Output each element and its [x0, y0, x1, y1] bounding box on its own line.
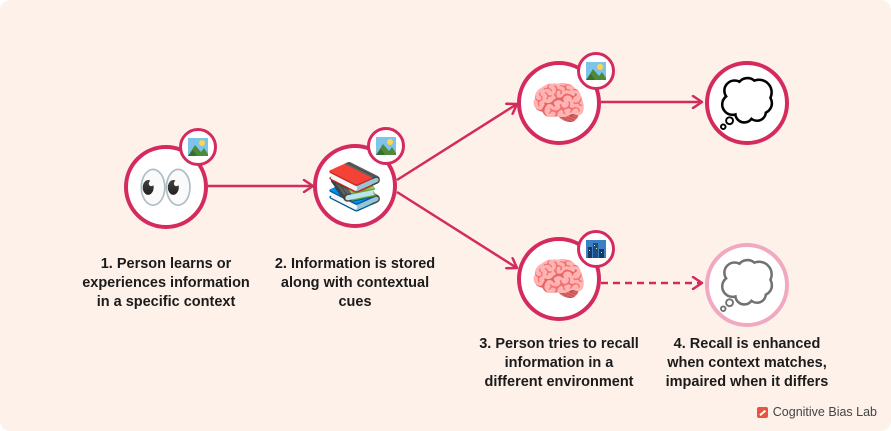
- city-badge: [577, 230, 615, 268]
- step-3-caption: 3. Person tries to recall information in…: [449, 335, 669, 392]
- brain-icon: 🧠: [530, 252, 588, 306]
- landscape-icon: [586, 62, 606, 80]
- caption-line: 2. Information is stored: [274, 256, 436, 272]
- brand-logo-icon: [756, 406, 768, 418]
- caption-line: information in a: [504, 355, 614, 371]
- brand-label: Cognitive Bias Lab: [772, 405, 877, 419]
- books-icon: 📚: [326, 159, 384, 213]
- landscape-badge: [367, 127, 405, 165]
- landscape-badge: [179, 128, 217, 166]
- caption-line: 4. Recall is enhanced: [673, 336, 821, 352]
- arrow-store-to-recall-different: [396, 190, 517, 268]
- caption-line: cues: [338, 294, 372, 310]
- brain-icon: 🧠: [530, 76, 588, 130]
- landscape-icon: [376, 137, 396, 155]
- caption-line: along with contextual: [280, 275, 430, 291]
- brand-watermark: Cognitive Bias Lab: [756, 405, 877, 419]
- caption-line: when context matches,: [667, 355, 827, 371]
- caption-line: impaired when it differs: [665, 374, 829, 390]
- city-icon: [586, 240, 606, 258]
- landscape-icon: [188, 138, 208, 156]
- brain-same-context-node: 🧠: [517, 61, 601, 145]
- caption-line: 3. Person tries to recall: [479, 336, 639, 352]
- eyes-icon: 👀: [137, 160, 195, 214]
- caption-line: experiences information: [82, 275, 250, 291]
- step-2-caption: 2. Information is stored along with cont…: [245, 255, 465, 312]
- step-1-caption: 1. Person learns or experiences informat…: [56, 255, 276, 312]
- arrow-store-to-recall-same: [396, 104, 517, 182]
- landscape-badge: [577, 52, 615, 90]
- caption-line: 1. Person learns or: [100, 256, 232, 272]
- thought-recall-strong-node: 💭: [705, 61, 789, 145]
- caption-line: different environment: [484, 374, 634, 390]
- thought-cloud-icon: 💭: [718, 258, 776, 312]
- thought-recall-weak-node: 💭: [705, 243, 789, 327]
- caption-line: in a specific context: [96, 294, 236, 310]
- eyes-node: 👀: [124, 145, 208, 229]
- step-4-caption: 4. Recall is enhanced when context match…: [637, 335, 857, 392]
- thought-cloud-icon: 💭: [718, 76, 776, 130]
- brain-different-context-node: 🧠: [517, 237, 601, 321]
